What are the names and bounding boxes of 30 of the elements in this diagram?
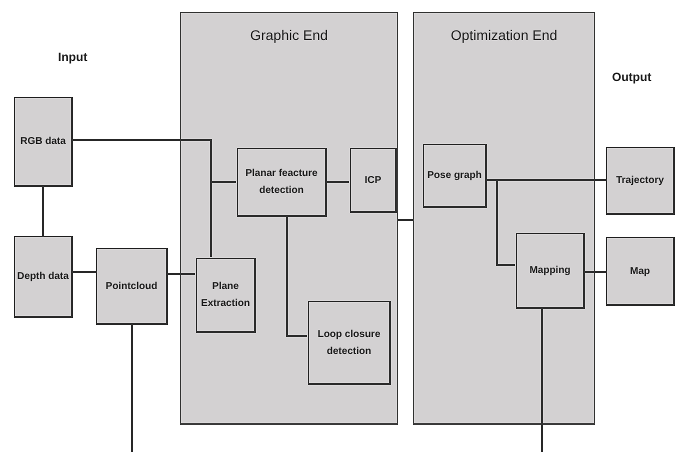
process-box: Pose graph [423, 144, 487, 208]
process-box: Plane Extraction [196, 258, 256, 333]
connector-line [398, 219, 413, 221]
connector-line [541, 308, 543, 452]
group-panel [180, 12, 398, 425]
connector-line [584, 271, 606, 273]
process-box: Trajectory [606, 147, 675, 215]
connector-line [286, 216, 307, 337]
connector-line [326, 181, 349, 183]
column-label: Input [58, 50, 88, 64]
connector-line [210, 181, 236, 183]
connector-line [486, 179, 515, 266]
connector-line [42, 187, 44, 236]
column-label: Output [612, 70, 652, 84]
connector-line [73, 139, 212, 182]
process-box: RGB data [14, 97, 73, 187]
process-box: Depth data [14, 236, 73, 318]
connector-line [210, 181, 212, 257]
group-panel [413, 12, 595, 425]
panel-title: Optimization End [450, 27, 558, 43]
connector-line [73, 271, 96, 273]
panel-title: Graphic End [249, 27, 329, 43]
process-box: Map [606, 237, 675, 306]
process-box: Loop closure detection [308, 301, 391, 385]
process-box: Mapping [516, 233, 585, 309]
process-box: Planar feacture detection [237, 148, 327, 217]
connector-line [168, 273, 195, 275]
connector-line [131, 325, 133, 452]
process-box: Pointcloud [96, 248, 168, 325]
process-box: ICP [350, 148, 397, 213]
